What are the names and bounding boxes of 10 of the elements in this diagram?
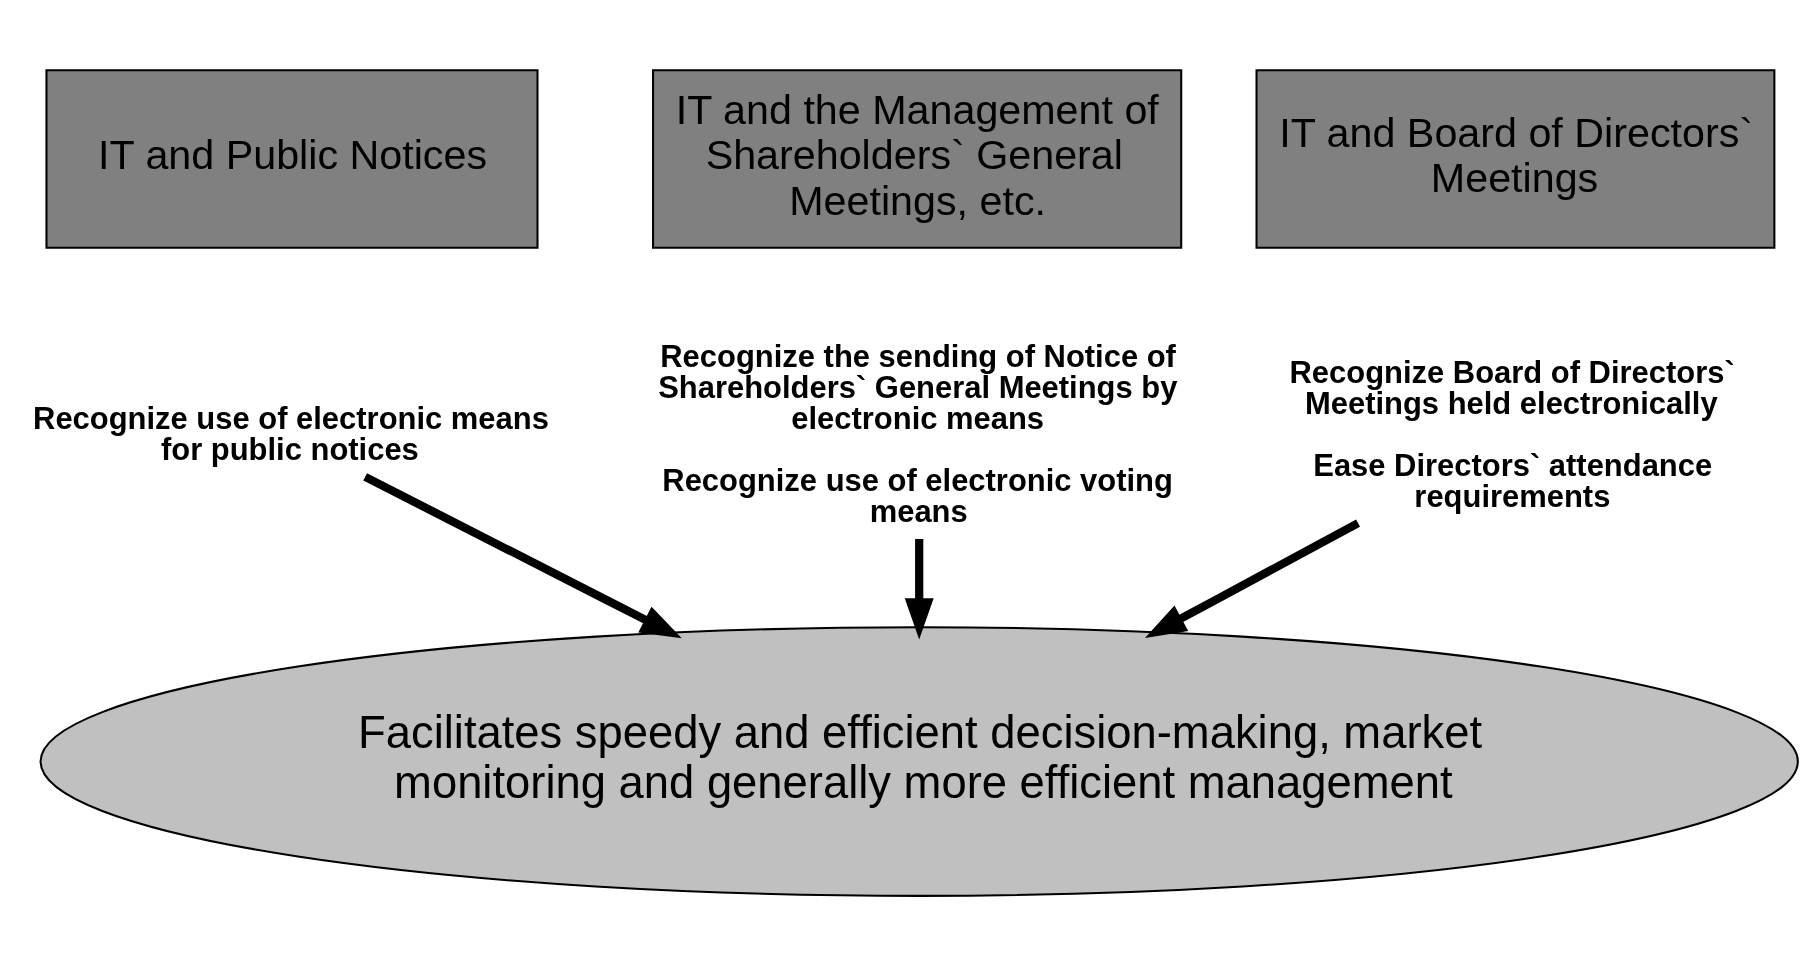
arrow (363, 472, 682, 638)
arrow (1144, 519, 1360, 638)
node-text: Recognize Board of Directors` Meetings held electronically Ease Directors` attendance requirements (1289, 354, 1735, 514)
node-box: IT and Board of Directors` Meetings (1255, 68, 1776, 249)
node-text: Recognize the sending of Notice of Shareholders` General Meetings by electronic means Recognize use of electronic voting means (658, 338, 1178, 529)
node-box: IT and the Management of Shareholders` General Meetings, etc. (652, 68, 1183, 249)
arrow (904, 538, 934, 640)
node-ellipse: Facilitates speedy and efficient decision-making, market monitoring and generally more efficient management (39, 625, 1799, 897)
node-text: Recognize use of electronic means for public notices (33, 400, 549, 467)
node-box: IT and Public Notices (45, 68, 539, 249)
